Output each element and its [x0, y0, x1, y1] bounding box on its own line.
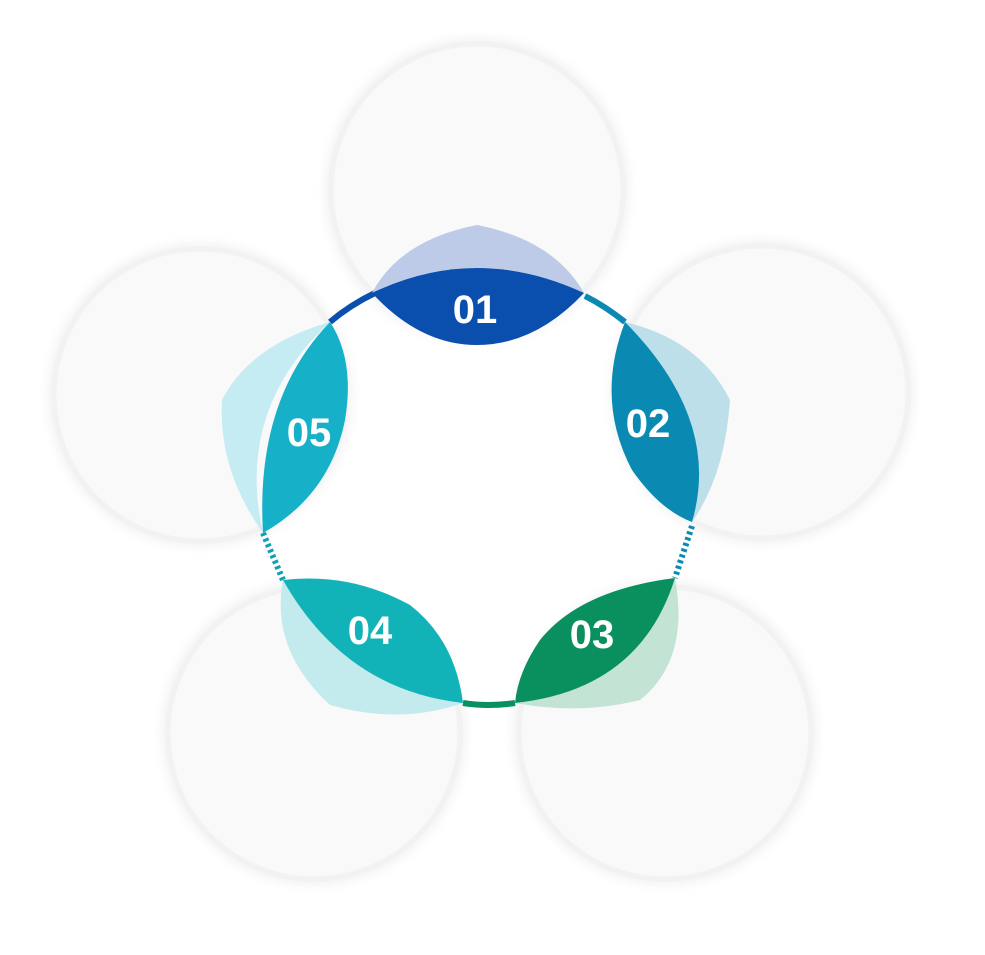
background-circles: [50, 40, 912, 883]
ring-dashes-left: [260, 531, 286, 582]
petal-step-02: 02: [611, 322, 730, 522]
ring-connectors: [260, 290, 695, 708]
petal-halo: [515, 578, 679, 709]
petal-segment: [262, 322, 348, 533]
petal-halo: [221, 322, 330, 533]
step-number: 04: [348, 609, 393, 653]
ring-arc-top-right: [583, 293, 627, 325]
petal-step-05: 05: [221, 322, 348, 533]
petal-step-03: 03: [515, 578, 679, 709]
petal-segment: [372, 268, 584, 345]
petal-halo: [372, 225, 584, 293]
step-number: 02: [626, 402, 671, 446]
petal-segment: [611, 322, 700, 522]
petal-segment: [283, 578, 463, 703]
ring-dashes-right: [672, 525, 695, 579]
ring-arc-top-left: [328, 290, 377, 325]
ring-arc-bottom: [462, 700, 516, 708]
step-number: 03: [570, 613, 615, 657]
petal-halo: [280, 580, 463, 715]
petal-step-01: 01: [372, 225, 584, 345]
petal-halo: [625, 322, 730, 522]
petal-step-04: 04: [280, 578, 463, 715]
step-number: 01: [453, 288, 498, 332]
step-number: 05: [287, 411, 332, 455]
petal-segment: [515, 578, 675, 703]
